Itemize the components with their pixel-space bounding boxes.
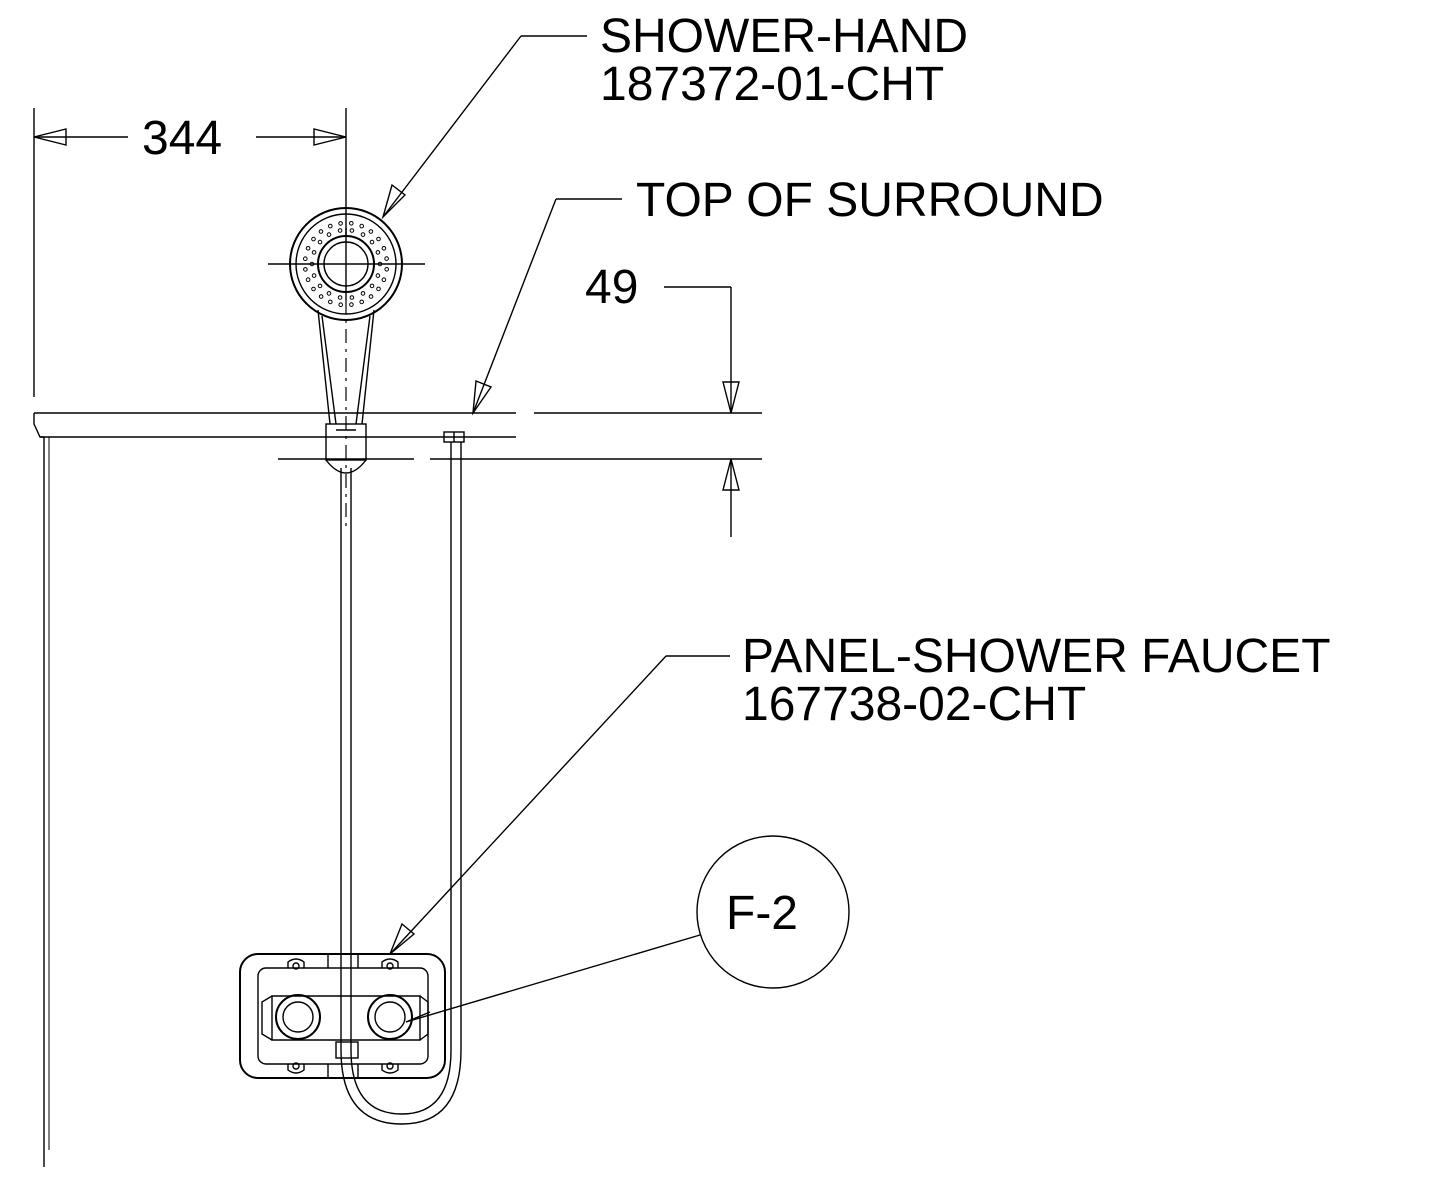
spray-nozzle-dot bbox=[318, 294, 324, 299]
spray-nozzle-dot bbox=[338, 302, 344, 308]
horizontal-dimension bbox=[33, 108, 347, 397]
spray-nozzle-dot bbox=[318, 229, 324, 234]
dimension-horizontal-value: 344 bbox=[142, 112, 222, 165]
spray-nozzle-dot bbox=[375, 273, 381, 278]
spray-nozzle-dot bbox=[381, 277, 387, 283]
spray-nozzle-dot bbox=[326, 291, 332, 296]
spray-nozzle-dot bbox=[369, 239, 375, 245]
spray-nozzle-dot bbox=[368, 229, 374, 234]
spray-nozzle-dot bbox=[309, 261, 315, 267]
spray-nozzle-dot bbox=[326, 232, 332, 237]
spray-nozzle-dot bbox=[337, 295, 343, 300]
spray-nozzle-dot bbox=[384, 256, 389, 261]
shower-hand-part-label: 187372-01-CHT bbox=[600, 58, 944, 111]
spray-nozzle-dot bbox=[349, 221, 354, 226]
spray-nozzle-dot bbox=[317, 239, 323, 245]
vertical-dimension bbox=[430, 286, 762, 537]
detail-callout-label: F-2 bbox=[726, 887, 798, 940]
spray-nozzle-dot bbox=[305, 246, 311, 251]
left-wall bbox=[43, 437, 50, 1167]
shower-hose bbox=[340, 442, 462, 1125]
spray-nozzle-dot bbox=[376, 286, 381, 292]
wall-bracket bbox=[278, 423, 414, 474]
spray-nozzle-dot bbox=[328, 299, 333, 305]
spray-nozzle-dot bbox=[359, 299, 365, 305]
spray-nozzle-dot bbox=[375, 250, 381, 255]
spray-nozzle-dot bbox=[311, 273, 317, 278]
spray-nozzle-dot bbox=[359, 223, 365, 229]
spray-nozzle-dot bbox=[369, 283, 375, 289]
shower-handle bbox=[317, 300, 375, 528]
shower-hand-name-label: SHOWER-HAND bbox=[600, 10, 968, 63]
spray-nozzle-dot bbox=[381, 246, 387, 251]
spray-nozzle-dot bbox=[338, 221, 343, 226]
spray-nozzle-dot bbox=[360, 291, 366, 296]
panel-leader bbox=[389, 655, 730, 955]
spray-nozzle-dot bbox=[311, 236, 316, 242]
spray-nozzle-dot bbox=[368, 294, 374, 299]
spray-nozzle-dot bbox=[376, 236, 381, 242]
spray-nozzle-dot bbox=[349, 228, 355, 233]
spray-nozzle-dot bbox=[349, 302, 354, 307]
shower-hand-leader bbox=[381, 35, 587, 220]
spray-nozzle-dot bbox=[303, 267, 308, 272]
spray-nozzle-dot bbox=[337, 228, 343, 233]
spray-nozzle-dot bbox=[349, 295, 355, 300]
spray-nozzle-dot bbox=[328, 223, 333, 229]
spray-nozzle-dot bbox=[311, 286, 316, 292]
spray-nozzle-dot bbox=[311, 250, 317, 255]
panel-part-label: 167738-02-CHT bbox=[742, 678, 1086, 731]
detail-callout-circle bbox=[696, 835, 850, 989]
spray-nozzle-dot bbox=[303, 256, 308, 262]
top-of-surround-leader bbox=[472, 198, 622, 416]
spray-nozzle-dot bbox=[384, 267, 390, 272]
dimension-vertical-value: 49 bbox=[585, 261, 638, 314]
spray-nozzle-dot bbox=[317, 283, 323, 289]
detail-leader bbox=[405, 934, 701, 1023]
faucet-panel bbox=[239, 953, 446, 1079]
top-of-surround-label: TOP OF SURROUND bbox=[636, 174, 1104, 227]
spray-nozzle-dot bbox=[360, 232, 366, 237]
panel-name-label: PANEL-SHOWER FAUCET bbox=[742, 630, 1331, 683]
spray-nozzle-dot bbox=[377, 261, 383, 267]
spray-nozzle-dot bbox=[305, 277, 311, 283]
spray-nozzles bbox=[303, 221, 390, 308]
hose-clip bbox=[443, 431, 465, 443]
